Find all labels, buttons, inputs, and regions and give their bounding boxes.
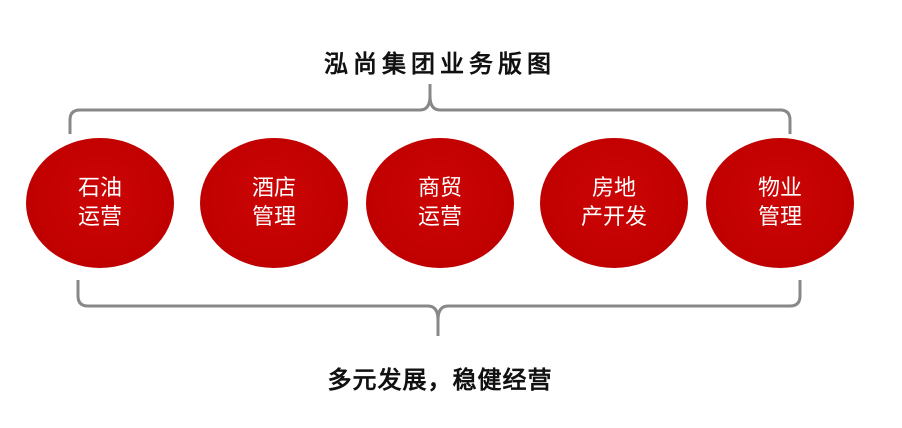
diagram-title: 泓尚集团业务版图 xyxy=(324,50,556,78)
business-label-line2: 运营 xyxy=(417,205,462,230)
business-circle: 石油运营 xyxy=(26,138,174,268)
business-label-line2: 管理 xyxy=(757,205,802,230)
bottom-bracket xyxy=(76,280,802,336)
business-circle: 商贸运营 xyxy=(366,138,514,268)
business-circle: 房地产开发 xyxy=(540,138,688,268)
business-label-line1: 石油 xyxy=(77,176,122,201)
business-circle: 酒店管理 xyxy=(200,138,348,268)
business-label-line1: 酒店 xyxy=(251,176,296,201)
business-label-line1: 物业 xyxy=(757,176,802,201)
top-bracket xyxy=(68,84,792,134)
business-label-line1: 房地 xyxy=(591,176,636,201)
business-label-line2: 运营 xyxy=(77,205,122,230)
business-label-line2: 管理 xyxy=(251,205,296,230)
diagram-footer: 多元发展，稳健经营 xyxy=(327,366,553,394)
business-circle: 物业管理 xyxy=(706,138,854,268)
business-label-line1: 商贸 xyxy=(417,176,462,201)
business-label-line2: 产开发 xyxy=(580,205,647,230)
